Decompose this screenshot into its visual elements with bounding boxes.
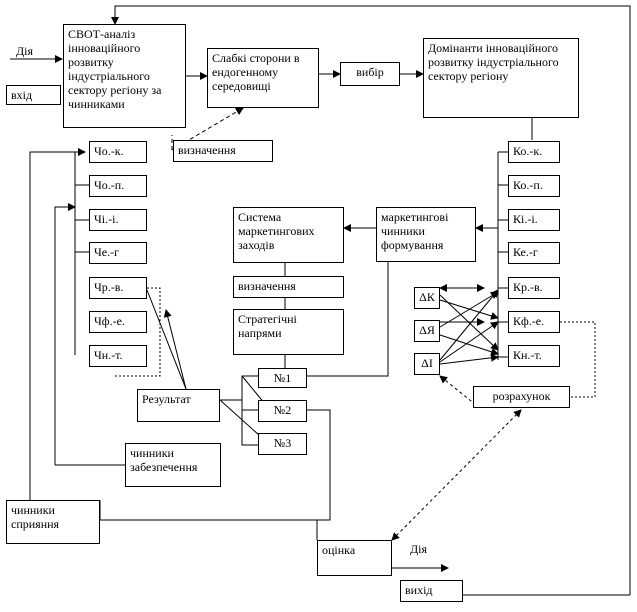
support-factors-box: чинники забезпечення <box>125 443 221 487</box>
left-factor-4: Че.-г <box>89 242 147 264</box>
evaluation-box: оцінка <box>317 540 392 576</box>
direction-2: №2 <box>258 400 307 422</box>
right-factor-4: Ке.-г <box>508 242 560 264</box>
input-action-label: Дія <box>16 44 34 58</box>
right-factor-3: Кі.-і. <box>508 209 560 231</box>
output-action-label: Дія <box>410 542 428 556</box>
input-box: вхід <box>6 85 61 105</box>
left-factor-5: Чр.-в. <box>89 277 147 299</box>
left-factor-7: Чн.-т. <box>89 345 147 367</box>
left-factor-6: Чф.-е. <box>89 311 147 333</box>
left-factor-2: Чо.-п. <box>89 175 147 197</box>
right-factor-2: Ко.-п. <box>508 175 560 197</box>
calculation-box: розрахунок <box>473 386 570 408</box>
left-factor-1: Чо.-к. <box>89 141 147 163</box>
right-factor-1: Ко.-к. <box>508 141 560 163</box>
weak-sides-box: Слабкі сторони в ендогенному середовищі <box>207 48 319 108</box>
dominants-box: Домінанти інноваційного розвитку індустр… <box>423 38 579 118</box>
left-factor-3: Чі.-і. <box>89 209 147 231</box>
right-factor-5: Кр.-в. <box>508 277 560 299</box>
definition-box-top: визначення <box>173 140 273 162</box>
swot-analysis-box: СВОТ-аналіз інноваційного розвитку індус… <box>63 24 186 128</box>
result-box: Результат <box>137 389 220 422</box>
assist-factors-box: чинники сприяння <box>6 500 100 544</box>
choice-box: вибір <box>340 62 400 86</box>
direction-1: №1 <box>258 368 307 388</box>
output-box: вихід <box>400 580 463 602</box>
delta-i-box: ΔІ <box>414 353 440 375</box>
delta-k-box: ΔК <box>414 287 440 309</box>
right-factor-7: Кн.-т. <box>508 345 560 367</box>
marketing-factors-box: маркетингові чинники формування <box>376 207 476 262</box>
direction-3: №3 <box>258 433 307 455</box>
right-factor-6: Кф.-е. <box>508 311 560 333</box>
delta-ya-box: ΔЯ <box>414 320 440 342</box>
strategic-directions-box: Стратегічні напрями <box>233 309 344 355</box>
definition-box-mid: визначення <box>233 276 344 298</box>
marketing-system-box: Система маркетингових заходів <box>233 207 344 263</box>
